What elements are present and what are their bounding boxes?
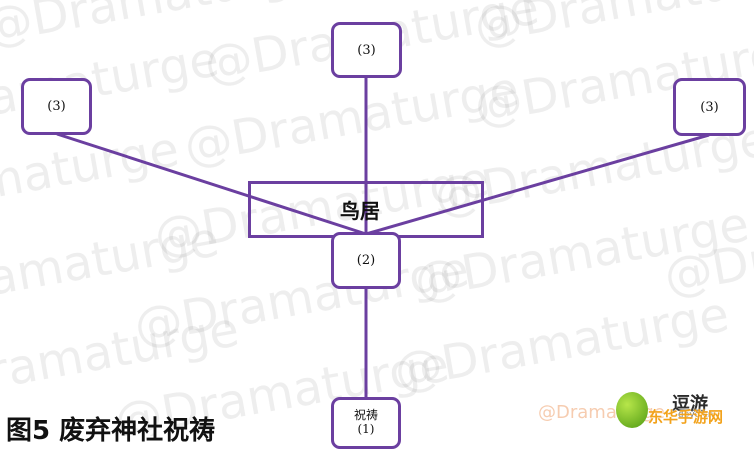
connector-line-left [56, 132, 367, 236]
node-right-label: (3) [700, 99, 719, 115]
connector-lines [56, 78, 710, 400]
node-bottom: 祝祷 (1) [331, 397, 401, 449]
torii-label: 鸟居 [340, 199, 380, 223]
node-bottom-sublabel: (1) [357, 422, 375, 436]
node-top-center: (3) [331, 22, 402, 78]
figure-caption: 图5 废弃神社祝祷 [6, 416, 216, 446]
node-bottom-label: 祝祷 [353, 408, 378, 422]
node-top-center-label: (3) [357, 42, 376, 58]
logo-ball-icon [616, 392, 648, 428]
connector-line-right [365, 133, 710, 236]
logo-site-name: 东华手游网 [648, 408, 724, 426]
node-center: (2) [331, 232, 401, 289]
node-center-label: (2) [356, 253, 376, 268]
logo-title: 逗游 [672, 394, 708, 415]
site-logo: 逗游 doyo.cn 东华手游网 [612, 388, 752, 436]
node-left: (3) [21, 78, 92, 135]
node-left-label: (3) [47, 99, 66, 114]
node-right: (3) [673, 78, 746, 136]
logo-subtitle: doyo.cn [678, 410, 714, 420]
